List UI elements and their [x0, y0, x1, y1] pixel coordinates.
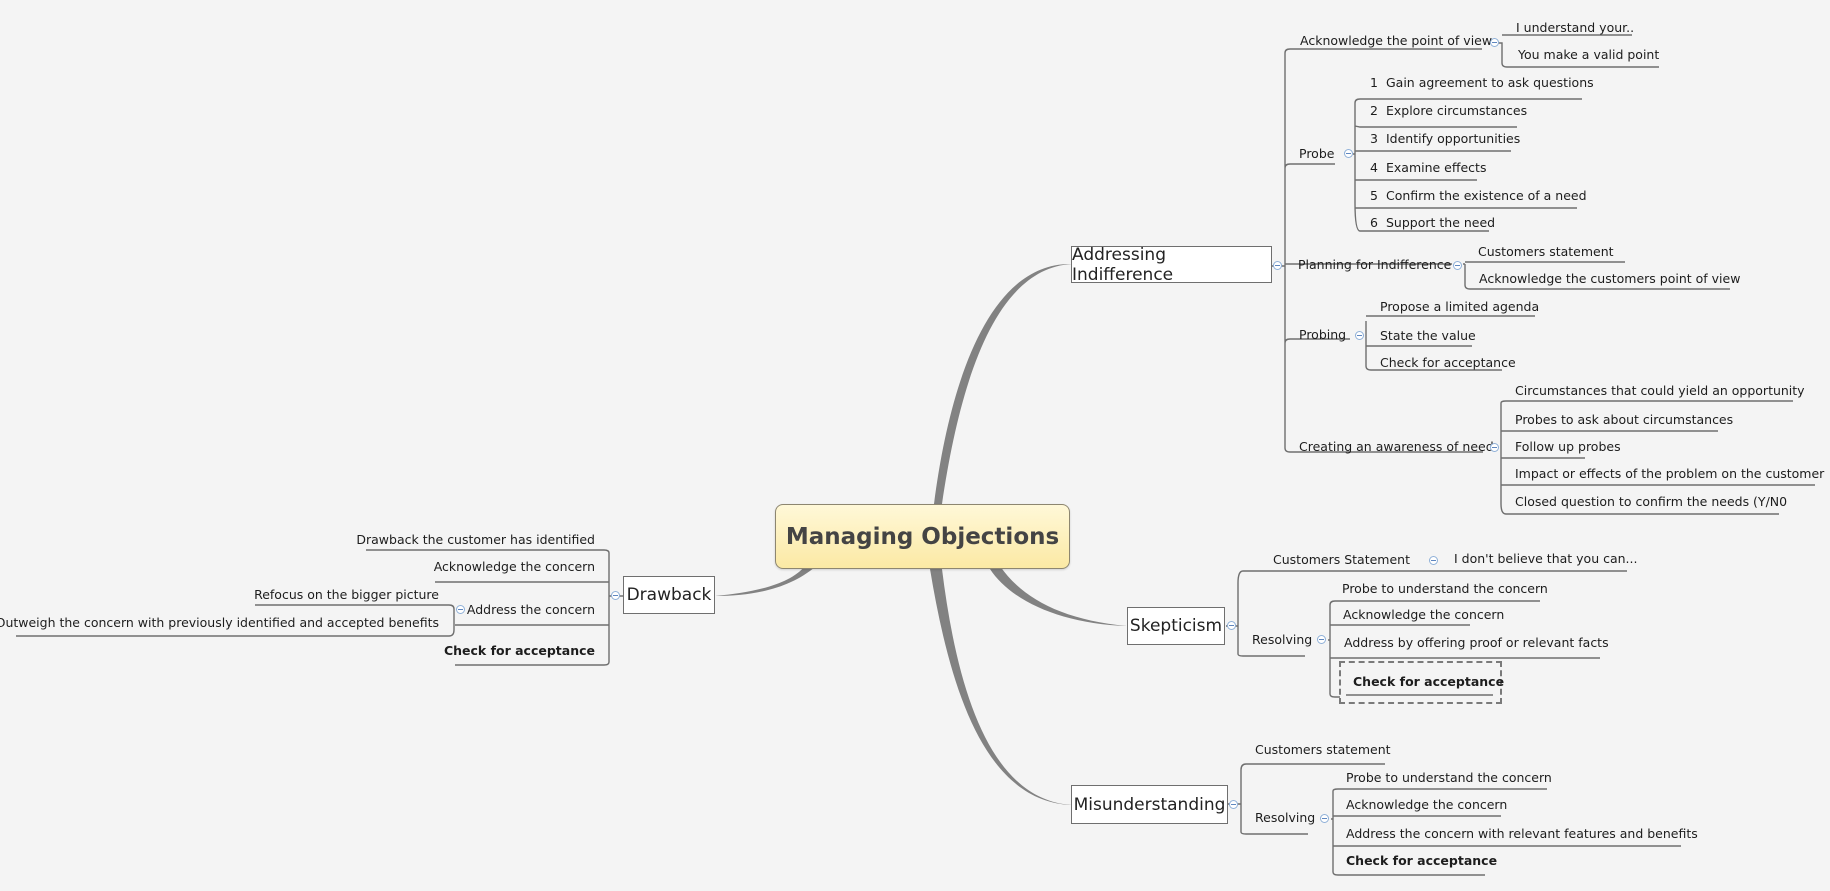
- subtopic-planning-for-indifference[interactable]: Planning for Indifference: [1298, 257, 1452, 272]
- subtopic-acknowledge-point-of-view[interactable]: Acknowledge the point of view: [1300, 33, 1493, 48]
- collapse-toggle-icon[interactable]: [1229, 800, 1238, 809]
- collapse-toggle-icon[interactable]: [1490, 38, 1499, 47]
- leaf-check-for-acceptance-selected[interactable]: Check for acceptance: [1353, 674, 1505, 689]
- leaf-check-acceptance[interactable]: Check for acceptance: [1380, 355, 1516, 370]
- leaf-awareness-item[interactable]: Circumstances that could yield an opport…: [1515, 383, 1805, 398]
- collapse-toggle-icon[interactable]: [1320, 814, 1329, 823]
- leaf-refocus[interactable]: Refocus on the bigger picture: [254, 587, 439, 602]
- topic-skepticism[interactable]: Skepticism: [1127, 607, 1225, 645]
- selection-highlight: [1339, 661, 1502, 704]
- collapse-toggle-icon[interactable]: [611, 591, 620, 600]
- leaf-resolving-item[interactable]: Acknowledge the concern: [1343, 607, 1505, 622]
- topic-misunderstanding[interactable]: Misunderstanding: [1071, 785, 1228, 824]
- leaf-drawback-identified[interactable]: Drawback the customer has identified: [356, 532, 595, 547]
- subtopic-probe[interactable]: Probe: [1299, 146, 1335, 161]
- leaf-probe-step[interactable]: 2 Explore circumstances: [1370, 103, 1528, 118]
- leaf-valid-point[interactable]: You make a valid point: [1518, 47, 1660, 62]
- leaf-acknowledge-customers-pov[interactable]: Acknowledge the customers point of view: [1479, 271, 1741, 286]
- subtopic-resolving[interactable]: Resolving: [1255, 810, 1316, 825]
- collapse-toggle-icon[interactable]: [1273, 261, 1282, 270]
- leaf-resolving-item[interactable]: Probe to understand the concern: [1342, 581, 1548, 596]
- subtopic-creating-awareness[interactable]: Creating an awareness of need: [1299, 439, 1494, 454]
- leaf-customers-statement[interactable]: Customers statement: [1478, 244, 1614, 259]
- collapse-toggle-icon[interactable]: [1490, 443, 1499, 452]
- leaf-awareness-item[interactable]: Closed question to confirm the needs (Y/…: [1515, 494, 1788, 509]
- topic-addressing-indifference[interactable]: Addressing Indifference: [1071, 245, 1272, 285]
- leaf-acknowledge-concern[interactable]: Acknowledge the concern: [433, 559, 595, 574]
- subtopic-customers-statement[interactable]: Customers Statement: [1273, 552, 1410, 567]
- leaf-outweigh[interactable]: Outweigh the concern with previously ide…: [0, 615, 439, 630]
- leaf-check-for-acceptance[interactable]: Check for acceptance: [443, 643, 595, 658]
- collapse-toggle-icon[interactable]: [456, 605, 465, 614]
- leaf-resolving-item[interactable]: Address by offering proof or relevant fa…: [1344, 635, 1609, 650]
- topic-drawback[interactable]: Drawback: [623, 576, 715, 614]
- collapse-toggle-icon[interactable]: [1453, 261, 1462, 270]
- leaf-probe-step[interactable]: 1 Gain agreement to ask questions: [1370, 75, 1594, 90]
- leaf-limited-agenda[interactable]: Propose a limited agenda: [1380, 299, 1540, 314]
- main-branch-curves: [715, 263, 1127, 805]
- leaf-resolving-item[interactable]: Address the concern with relevant featur…: [1346, 826, 1698, 841]
- subtopic-address-concern[interactable]: Address the concern: [466, 602, 595, 617]
- collapse-toggle-icon[interactable]: [1429, 556, 1438, 565]
- leaf-resolving-item[interactable]: Acknowledge the concern: [1346, 797, 1508, 812]
- subtopic-resolving[interactable]: Resolving: [1252, 632, 1313, 647]
- leaf-awareness-item[interactable]: Probes to ask about circumstances: [1515, 412, 1734, 427]
- collapse-toggle-icon[interactable]: [1344, 149, 1353, 158]
- central-topic[interactable]: Managing Objections: [775, 504, 1070, 569]
- leaf-awareness-item[interactable]: Follow up probes: [1515, 439, 1621, 454]
- leaf-probe-step[interactable]: 4 Examine effects: [1370, 160, 1487, 175]
- leaf-probe-step[interactable]: 6 Support the need: [1370, 215, 1496, 230]
- leaf-check-for-acceptance[interactable]: Check for acceptance: [1346, 853, 1498, 868]
- collapse-toggle-icon[interactable]: [1355, 331, 1364, 340]
- collapse-toggle-icon[interactable]: [1227, 621, 1236, 630]
- leaf-probe-step[interactable]: 5 Confirm the existence of a need: [1370, 188, 1587, 203]
- collapse-toggle-icon[interactable]: [1317, 635, 1326, 644]
- leaf-resolving-item[interactable]: Probe to understand the concern: [1346, 770, 1552, 785]
- leaf-state-value[interactable]: State the value: [1380, 328, 1476, 343]
- subtopic-customers-statement[interactable]: Customers statement: [1255, 742, 1391, 757]
- leaf-i-understand[interactable]: I understand your..: [1516, 20, 1635, 35]
- leaf-probe-step[interactable]: 3 Identify opportunities: [1370, 131, 1521, 146]
- leaf-dont-believe[interactable]: I don't believe that you can...: [1454, 551, 1638, 566]
- leaf-awareness-item[interactable]: Impact or effects of the problem on the …: [1515, 466, 1825, 481]
- subtopic-probing[interactable]: Probing: [1299, 327, 1347, 342]
